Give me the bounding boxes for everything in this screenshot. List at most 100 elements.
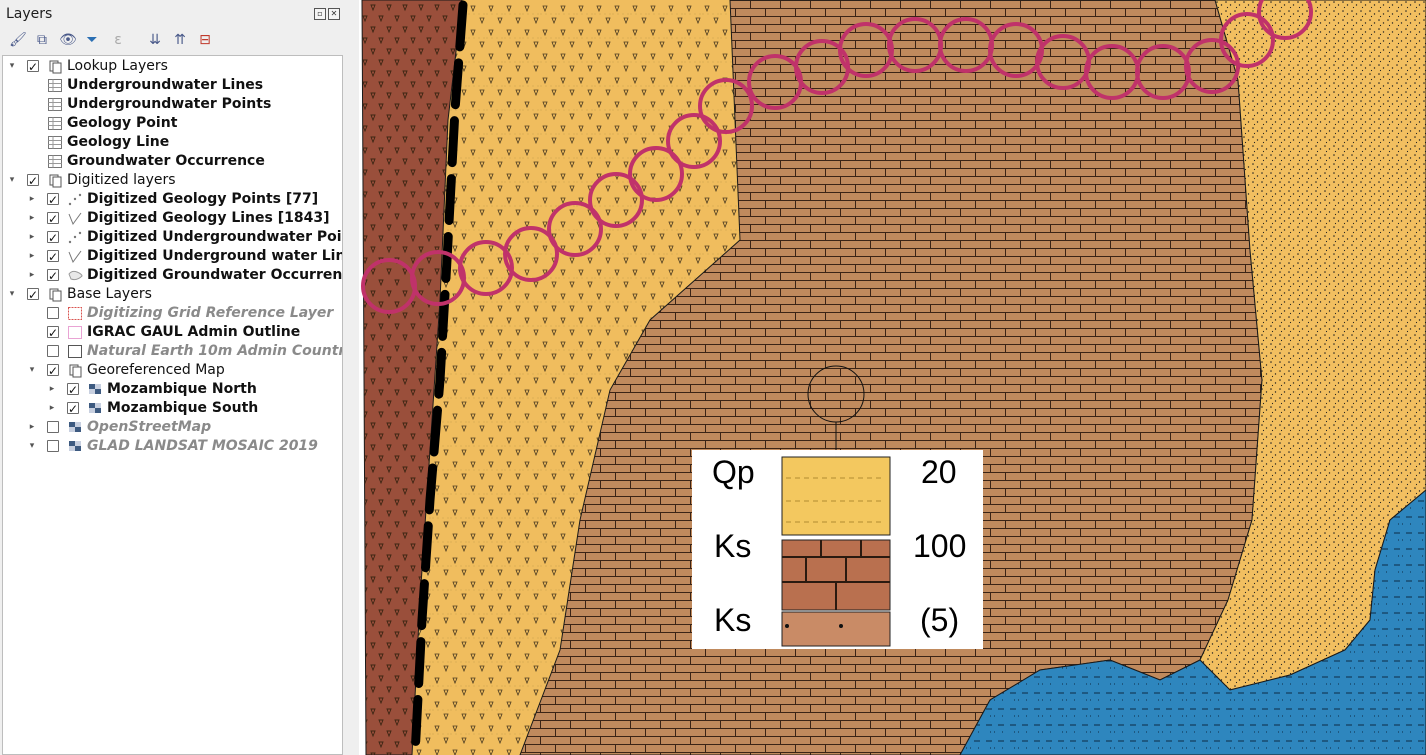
water-unit: [959, 489, 1426, 755]
raster-layer-icon: [87, 382, 103, 397]
panel-header: Layers ▫ ✕: [0, 0, 344, 26]
layer-visibility-checkbox[interactable]: [47, 191, 59, 210]
layer-visibility-checkbox[interactable]: [67, 381, 79, 400]
layer-visibility-checkbox[interactable]: [27, 172, 39, 191]
style-brush-icon[interactable]: 🖌: [9, 32, 27, 48]
layer-name: Digitized Underground water Lines: [87, 248, 343, 264]
expand-arrow-icon[interactable]: ▸: [29, 251, 35, 261]
layer-visibility-checkbox[interactable]: [47, 324, 59, 343]
collapse-arrow-icon[interactable]: ▾: [9, 289, 15, 299]
layer-visibility-checkbox[interactable]: [47, 440, 59, 452]
layer-tree-row[interactable]: ▾GLAD LANDSAT MOSAIC 2019: [3, 437, 342, 456]
collapse-arrow-icon[interactable]: ▾: [9, 61, 15, 71]
layer-tree-row[interactable]: Groundwater Occurrence: [3, 152, 342, 171]
layer-tree-row[interactable]: ▸Digitized Undergroundwater Points: [3, 228, 342, 248]
expand-arrow-icon[interactable]: ▸: [29, 422, 35, 432]
layer-tree-row[interactable]: ▸Digitized Groundwater Occurrence [: [3, 266, 342, 286]
panel-title: Layers: [6, 6, 53, 22]
line-layer-icon: [67, 249, 83, 264]
remove-layer-icon[interactable]: ⊟: [199, 32, 211, 48]
layer-visibility-checkbox[interactable]: [27, 286, 39, 305]
layer-tree-row[interactable]: ▸ Mozambique South: [3, 399, 342, 419]
layer-tree-row[interactable]: ▸ Digitized Geology Lines [1843]: [3, 209, 342, 229]
route-segment-circle: [628, 146, 684, 202]
layer-visibility-checkbox[interactable]: [47, 267, 59, 286]
sand-unit-left: [410, 0, 740, 755]
layer-tree-row[interactable]: Natural Earth 10m Admin Countries: [3, 342, 342, 361]
expand-arrow-icon[interactable]: ▸: [29, 232, 35, 242]
layer-tree-row[interactable]: ▾Digitized layers: [3, 171, 342, 191]
layer-tree-row[interactable]: ▸ Digitized Geology Points [77]: [3, 190, 342, 210]
layer-visibility-checkbox[interactable]: [47, 248, 59, 267]
layer-name: Digitized Geology Lines [1843]: [87, 210, 330, 226]
layers-toolbar: 🖌 ⧉ 👁 ⏷ ε ⇊ ⇈ ⊟: [0, 28, 344, 52]
manage-visibility-eye-icon[interactable]: 👁: [59, 32, 77, 48]
layer-name: Mozambique South: [107, 400, 259, 416]
layer-visibility-checkbox[interactable]: [47, 421, 59, 433]
legend-unit-1: Qp: [712, 454, 755, 490]
layer-visibility-checkbox[interactable]: [47, 307, 59, 319]
layer-tree-row[interactable]: Undergroundwater Points: [3, 95, 342, 114]
collapse-all-icon[interactable]: ⇈: [174, 32, 186, 48]
point-layer-icon: [67, 230, 83, 245]
layer-tree-row[interactable]: ▾ Base Layers: [3, 285, 342, 305]
layer-name: Undergroundwater Points: [67, 96, 272, 112]
table-layer-icon: [47, 116, 63, 131]
layer-tree-row[interactable]: ▸ Digitized Underground water Lines: [3, 247, 343, 267]
route-segment-circle: [588, 172, 644, 228]
close-panel-button[interactable]: ✕: [328, 8, 340, 20]
layer-tree-row[interactable]: ▸OpenStreetMap: [3, 418, 342, 437]
layer-visibility-checkbox[interactable]: [67, 400, 79, 419]
layer-tree-row[interactable]: Geology Line: [3, 133, 342, 152]
add-group-icon[interactable]: ⧉: [37, 32, 47, 48]
layer-name: Digitizing Grid Reference Layer: [87, 305, 334, 321]
layer-tree-row[interactable]: IGRAC GAUL Admin Outline: [3, 323, 342, 343]
float-panel-button[interactable]: ▫: [314, 8, 326, 20]
layer-tree-row[interactable]: ▾Lookup Layers: [3, 57, 342, 77]
layer-visibility-checkbox[interactable]: [27, 58, 39, 77]
route-segment-circle: [1219, 12, 1275, 68]
filter-legend-icon[interactable]: ⏷: [86, 32, 98, 48]
expand-arrow-icon[interactable]: ▸: [29, 270, 35, 280]
expand-all-icon[interactable]: ⇊: [149, 32, 161, 48]
map-canvas[interactable]: Qp 20 Ks 100 Ks (5): [359, 0, 1426, 755]
route-segment-circle: [503, 226, 559, 282]
layer-visibility-checkbox[interactable]: [47, 345, 59, 357]
layer-visibility-checkbox[interactable]: [47, 229, 59, 248]
expression-filter-icon[interactable]: ε: [114, 32, 122, 48]
layer-name: Digitized Geology Points [77]: [87, 191, 319, 207]
collapse-arrow-icon[interactable]: ▾: [29, 365, 35, 375]
route-segment-circle: [666, 113, 722, 169]
layer-group-icon: [47, 173, 63, 188]
route-line: [361, 0, 1313, 314]
polygon-layer-icon: [67, 268, 83, 283]
route-segment-circle: [838, 22, 894, 78]
route-segment-circle: [1257, 0, 1313, 40]
layer-group-icon: [47, 287, 63, 302]
expand-arrow-icon[interactable]: ▸: [49, 403, 55, 413]
layer-tree-row[interactable]: Undergroundwater Lines: [3, 76, 342, 95]
legend-swatch-column: [781, 456, 891, 647]
expand-arrow-icon[interactable]: ▸: [49, 384, 55, 394]
legend-value-2: 100: [913, 528, 967, 564]
layer-tree-row[interactable]: Digitizing Grid Reference Layer: [3, 304, 342, 323]
raster-layer-icon: [87, 401, 103, 416]
layer-name: Natural Earth 10m Admin Countries: [87, 343, 343, 359]
layer-name: Mozambique North: [107, 381, 257, 397]
table-layer-icon: [47, 154, 63, 169]
layer-tree-row[interactable]: Geology Point: [3, 114, 342, 133]
polygon-symbol-icon: [67, 306, 83, 321]
collapse-arrow-icon[interactable]: ▾: [29, 441, 35, 451]
panel-splitter[interactable]: [344, 0, 359, 755]
layer-name: Base Layers: [67, 286, 152, 302]
layer-tree-row[interactable]: ▸ Mozambique North: [3, 380, 342, 400]
layer-name: Groundwater Occurrence: [67, 153, 265, 169]
layer-visibility-checkbox[interactable]: [47, 362, 59, 381]
layer-tree-row[interactable]: ▾Georeferenced Map: [3, 361, 342, 381]
expand-arrow-icon[interactable]: ▸: [29, 213, 35, 223]
layer-visibility-checkbox[interactable]: [47, 210, 59, 229]
collapse-arrow-icon[interactable]: ▾: [9, 175, 15, 185]
layer-name: Undergroundwater Lines: [67, 77, 264, 93]
expand-arrow-icon[interactable]: ▸: [29, 194, 35, 204]
